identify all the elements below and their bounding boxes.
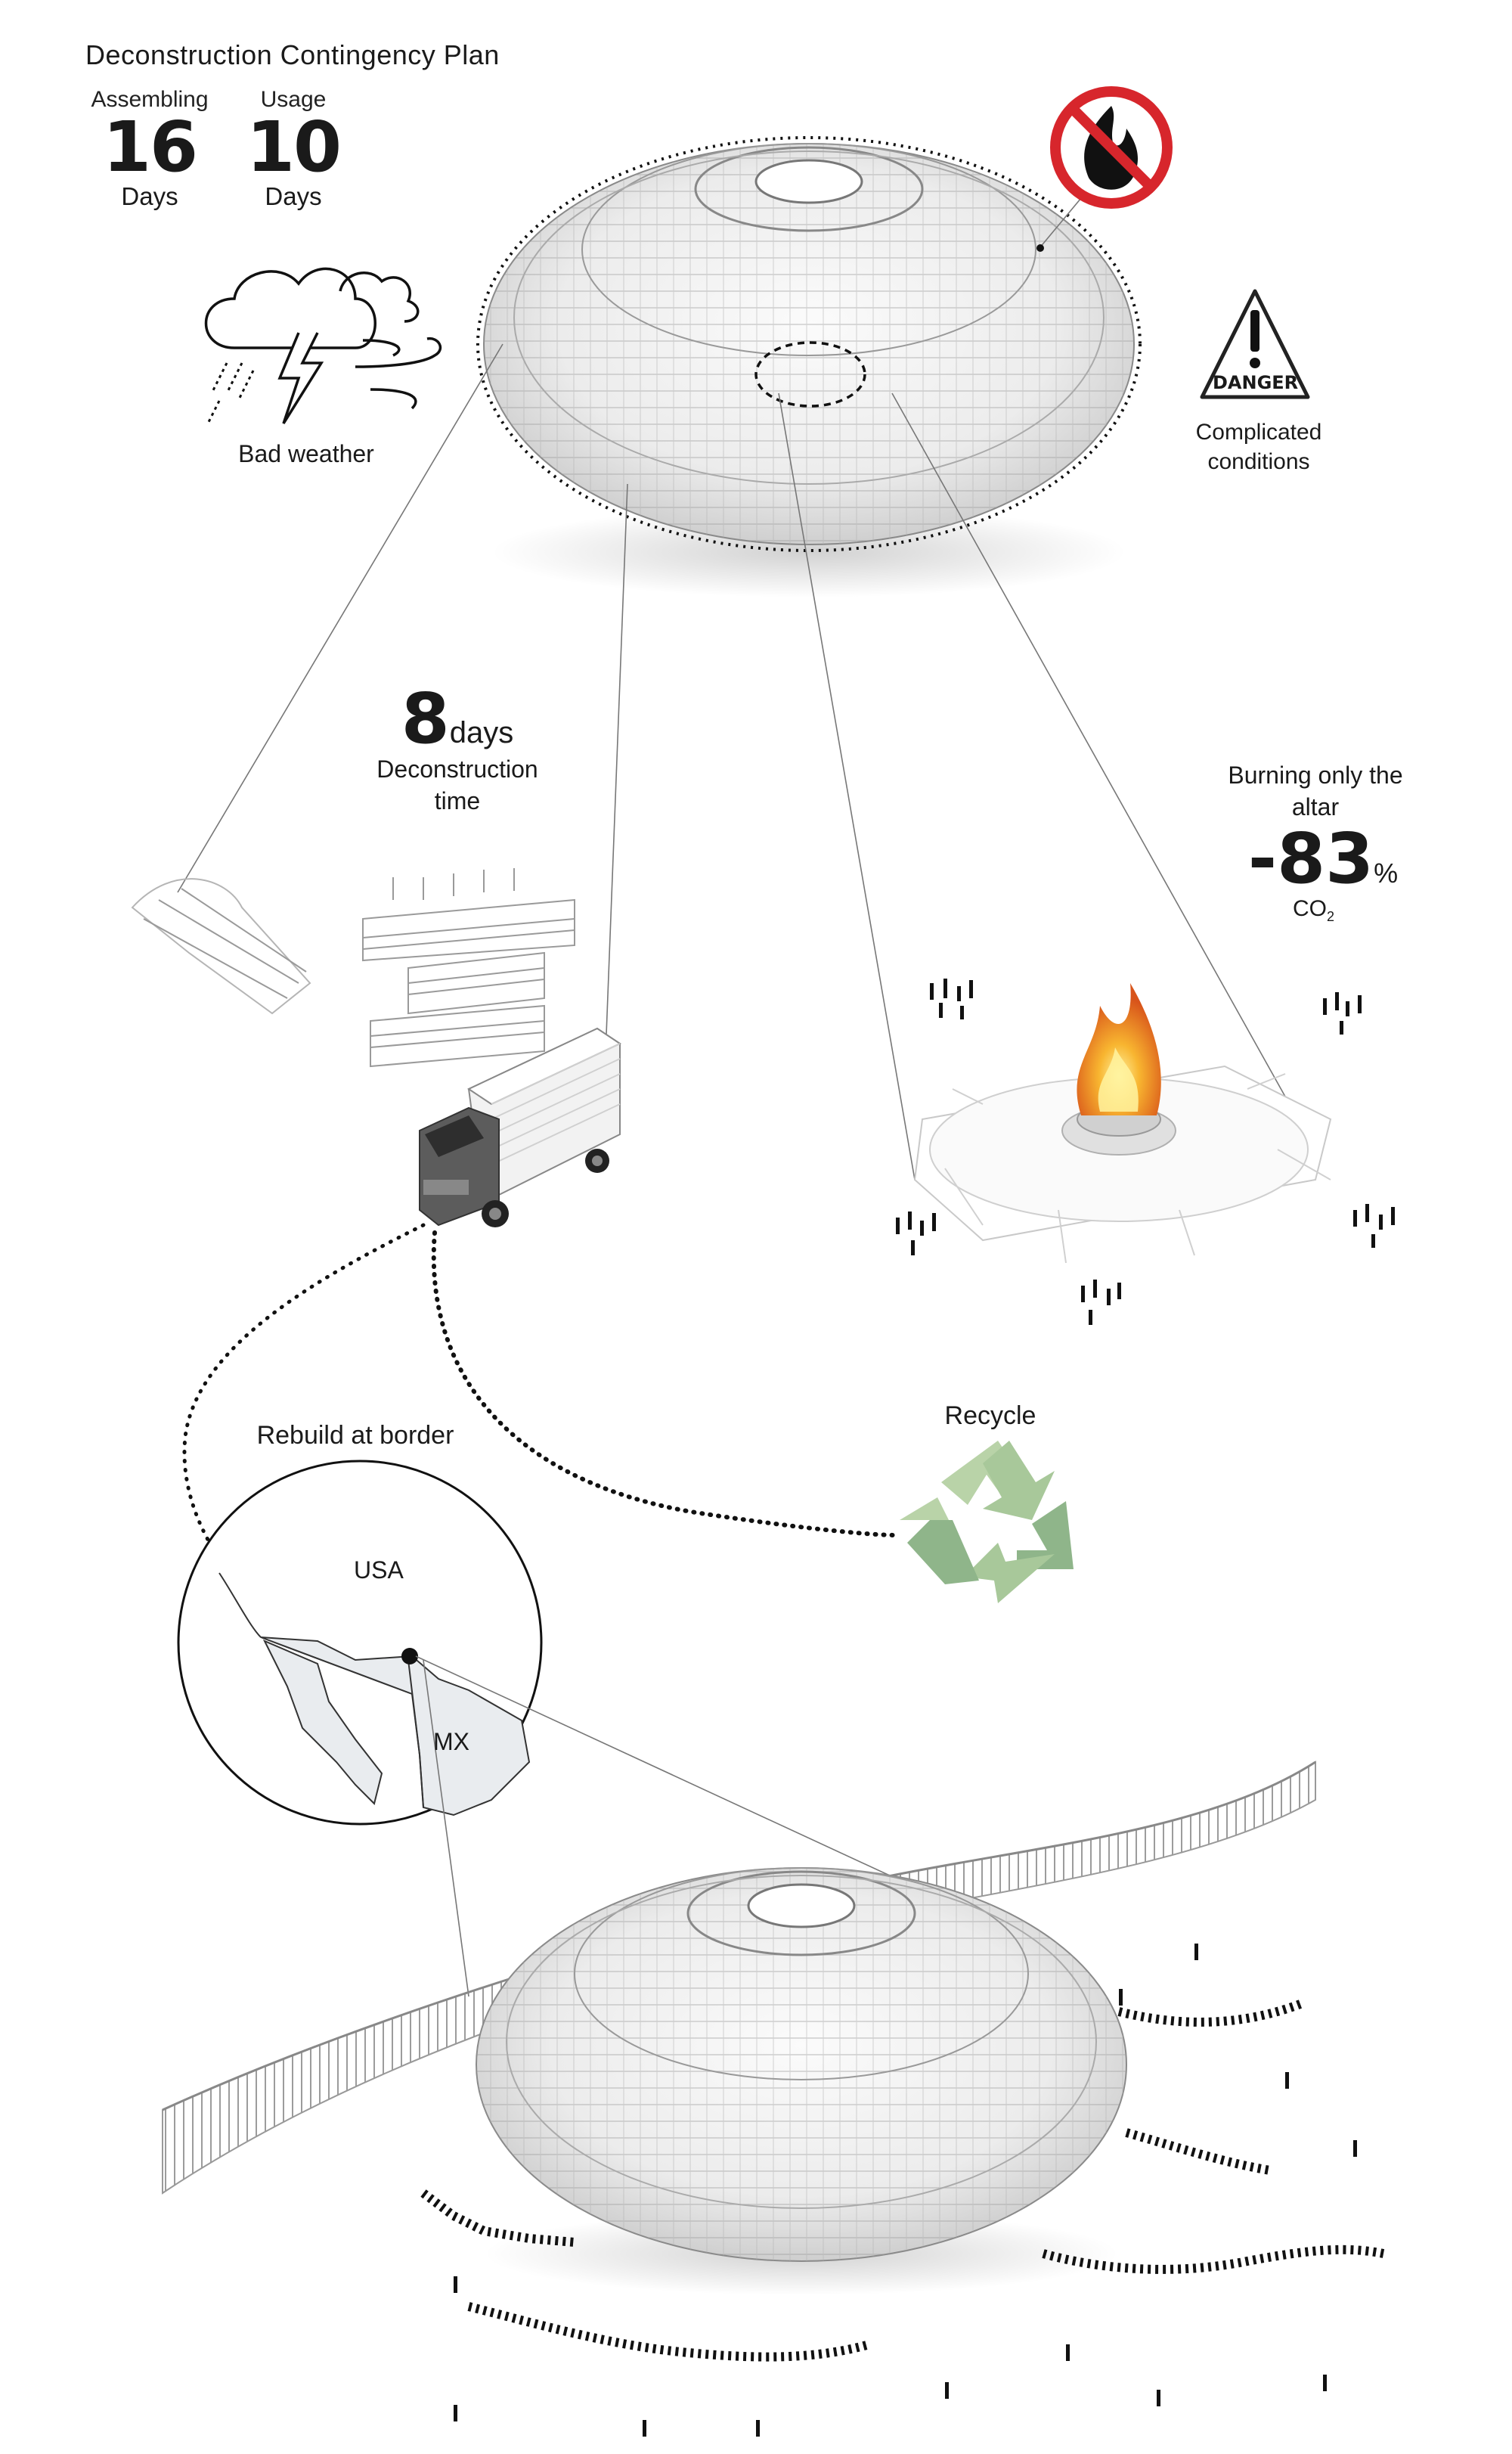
people-silhouettes-icon [896,979,1395,1325]
deconstruction-label: Deconstruction time [376,755,538,814]
co2-label: CO2 [1293,896,1334,925]
truck-icon [419,1027,622,1227]
weather-label: Bad weather [238,440,374,467]
burning-sign: - [1247,818,1278,899]
leader-lines [177,188,1286,1180]
bonfire-icon [913,983,1332,1264]
crowd-silhouettes [420,1944,1385,2437]
stat-value: 16 [102,107,198,188]
gas-name: CO [1293,896,1327,921]
page-title: Deconstruction Contingency Plan [85,39,500,70]
burning-stat: -83% [1232,824,1414,894]
burning-label: Burning only the altar [1228,762,1403,821]
top-dome [476,136,1142,597]
dome-panels-stack [131,868,575,1068]
storm-cloud-icon [204,267,442,424]
map-label-usa: USA [354,1556,404,1584]
burning-value: 83 [1277,818,1374,899]
deconstruction-block: 8days Deconstruction time [344,684,571,817]
map-label-mx: MX [433,1728,469,1755]
map-title: Rebuild at border [256,1421,454,1450]
bottom-dome [476,1867,1127,2295]
stat-unit: Days [265,182,322,210]
stat-value: 10 [246,107,342,188]
deconstruction-value: 8 [401,678,450,759]
gas-subscript: 2 [1327,909,1335,924]
conditions-label: Complicated conditions [1195,420,1322,474]
border-map [177,1460,543,1826]
stat-assembling: Assembling 16 Days [74,87,225,211]
map-leader-lines [415,1655,923,1997]
leader-dot [1036,244,1044,252]
recycle-label: Recycle [944,1401,1036,1430]
stat-label: Usage [260,87,327,112]
danger-sign-text: DANGER [1213,372,1299,393]
no-fire-icon [1050,86,1173,209]
deconstruction-unit: days [449,716,514,749]
danger-sign-icon [1200,289,1310,399]
recycle-icon [900,1441,1074,1603]
stat-usage: Usage 10 Days [218,87,369,211]
stat-unit: Days [121,182,178,210]
burning-unit: % [1374,858,1399,889]
stat-label: Assembling [91,87,209,112]
